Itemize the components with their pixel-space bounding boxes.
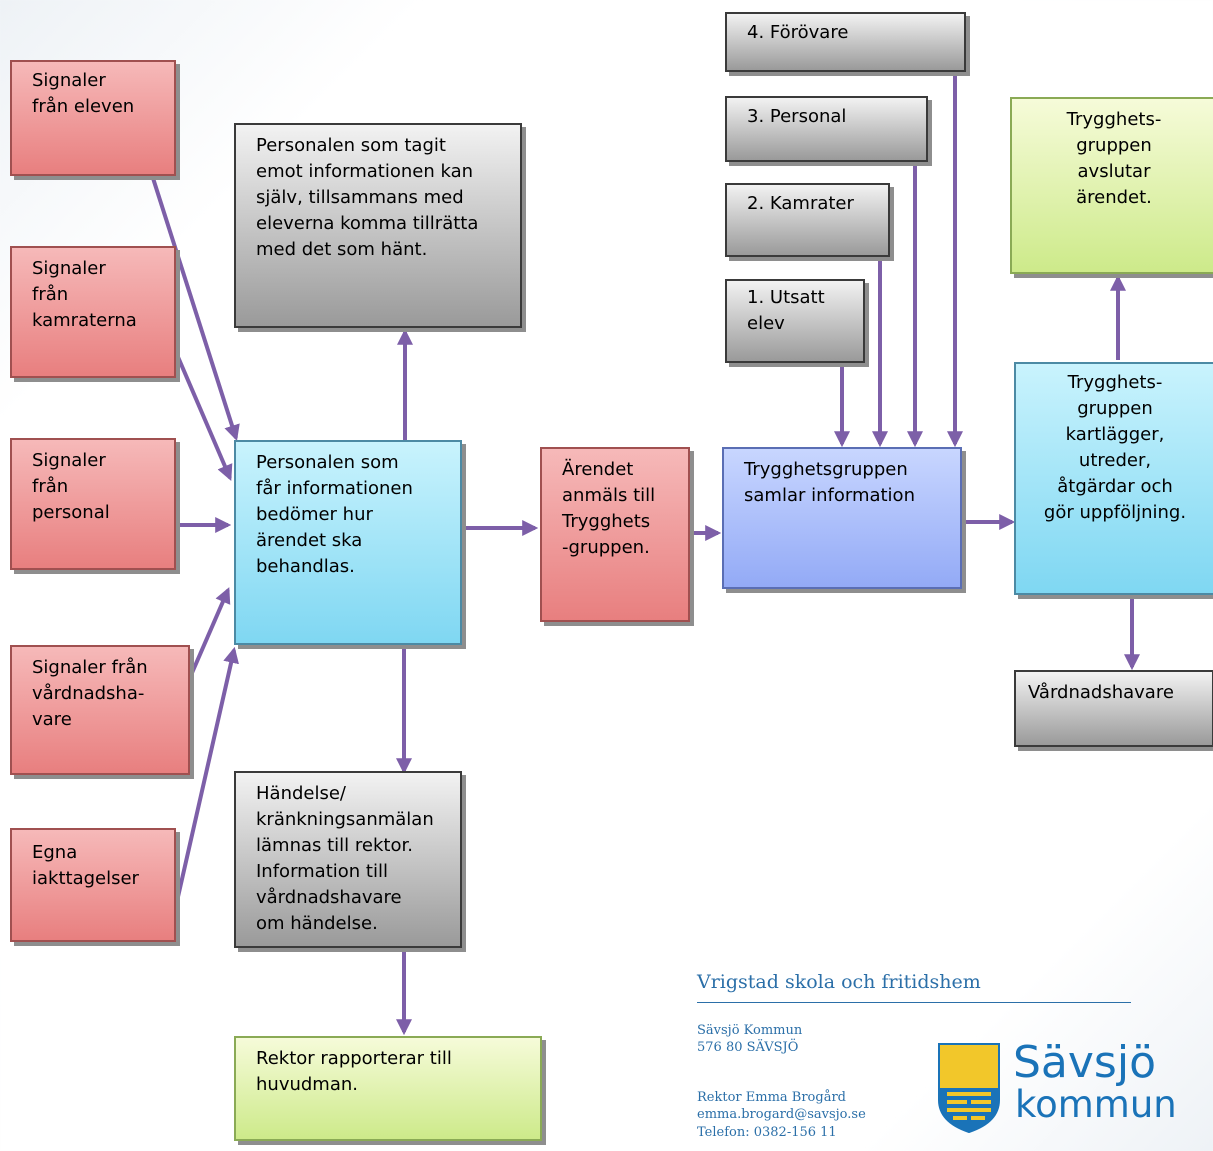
staff-source-box: 3. Personal: [725, 96, 928, 162]
staff-assess-box: Personalen som får informationen bedömer…: [234, 440, 462, 645]
affected-student-box: 1. Utsatt elev: [725, 279, 865, 363]
own-observations-box: Egna iakttagelser: [10, 828, 176, 942]
principal-email: emma.brogard@savsjo.se: [697, 1107, 866, 1122]
school-name: Vrigstad skola och fritidshem: [697, 971, 981, 993]
principal-phone: Telefon: 0382-156 11: [697, 1125, 837, 1140]
footer-divider: [697, 1002, 1131, 1003]
safety-group-collects-box: Trygghetsgruppen samlar information: [722, 447, 962, 589]
guardians-box: Vårdnadshavare: [1014, 670, 1213, 747]
staff-resolve-box: Personalen som tagit emot informationen …: [234, 123, 522, 328]
logo-wordmark-kommun: kommun: [1015, 1083, 1177, 1126]
address-line1: Sävsjö Kommun: [697, 1023, 803, 1038]
case-reported-box: Ärendet anmäls till Trygghets -gruppen.: [540, 447, 690, 622]
safety-group-investigates-box: Trygghets- gruppen kartlägger, utreder, …: [1014, 362, 1213, 595]
incident-report-box: Händelse/ kränkningsanmälan lämnas till …: [234, 771, 462, 948]
principal-name: Rektor Emma Brogård: [697, 1090, 846, 1105]
classmates-source-box: 2. Kamrater: [725, 183, 890, 257]
principal-reports-box: Rektor rapporterar till huvudman.: [234, 1036, 542, 1141]
arrow-kamraterna-to-bedomer: [173, 349, 233, 481]
municipality-logo: Sävsjö kommun: [935, 1037, 1177, 1138]
perpetrator-box: 4. Förövare: [725, 12, 966, 72]
signal-from-staff-box: Signaler från personal: [10, 438, 176, 570]
signal-from-guardians-box: Signaler från vårdnadsha- vare: [10, 645, 190, 775]
logo-wordmark-savsjo: Sävsjö: [1013, 1037, 1156, 1088]
safety-group-closes-box: Trygghets- gruppen avslutar ärendet.: [1010, 97, 1213, 274]
signal-from-classmates-box: Signaler från kamraterna: [10, 246, 176, 378]
address-line2: 576 80 SÄVSJÖ: [697, 1040, 799, 1055]
shield-icon: [938, 1043, 1000, 1134]
signal-from-student-box: Signaler från eleven: [10, 60, 176, 176]
arrow-eleven-to-bedomer: [150, 174, 240, 442]
arrow-egna-to-bedomer: [173, 646, 239, 911]
